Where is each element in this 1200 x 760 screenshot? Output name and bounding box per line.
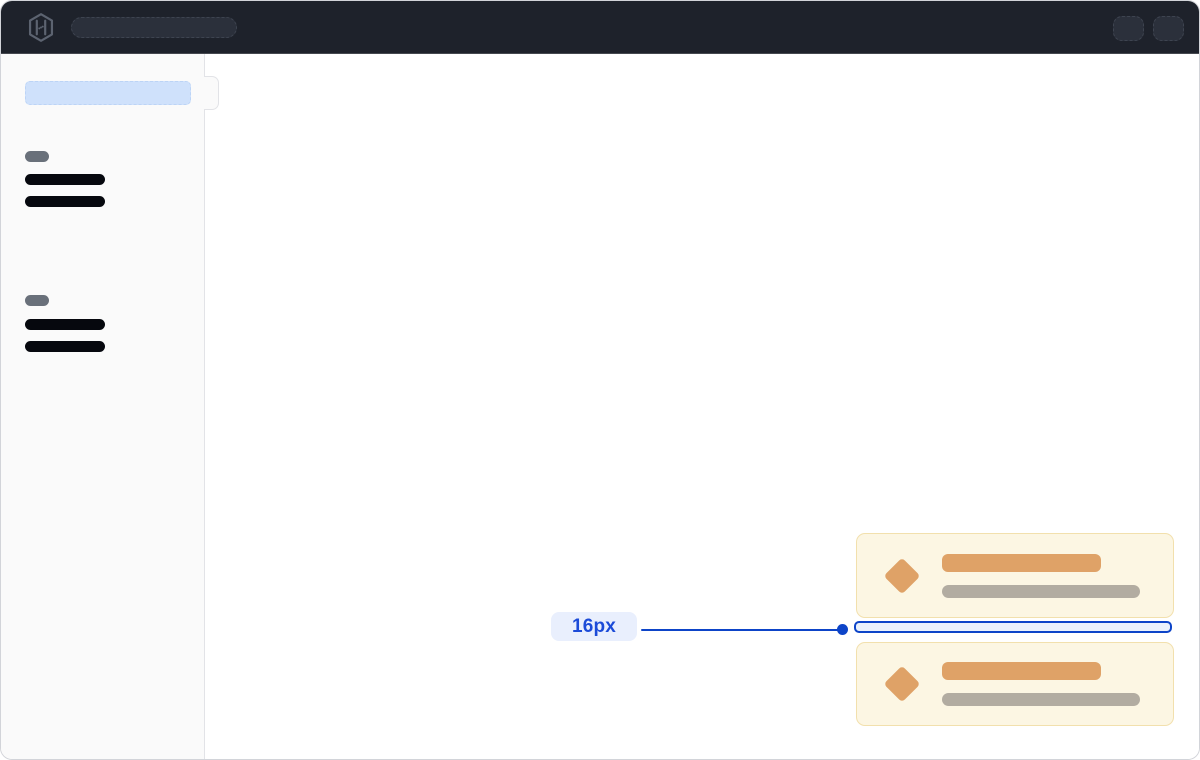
header-action-skeleton[interactable] (1153, 16, 1184, 41)
sidebar-section-heading-skeleton (25, 151, 49, 162)
sidebar-active-item-skeleton[interactable] (25, 81, 191, 105)
card-text-skeleton (942, 662, 1140, 706)
annotation-leader-line (641, 628, 841, 632)
spacing-highlight-box (854, 621, 1172, 633)
card-subtitle-skeleton (942, 693, 1140, 706)
app-header (1, 1, 1199, 54)
sidebar-link-skeleton[interactable] (25, 319, 105, 330)
sidebar (1, 54, 205, 759)
card-subtitle-skeleton (942, 584, 1140, 598)
list-card[interactable] (856, 642, 1174, 726)
card-text-skeleton (942, 553, 1140, 598)
card-title-skeleton (942, 553, 1101, 572)
sidebar-link-skeleton[interactable] (25, 174, 105, 185)
annotation-leader-dot (837, 624, 848, 635)
card-title-skeleton (942, 662, 1101, 680)
sidebar-section-heading-skeleton (25, 295, 49, 306)
header-action-skeleton[interactable] (1113, 16, 1144, 41)
sidebar-link-skeleton[interactable] (25, 341, 105, 352)
sidebar-toggle-handle[interactable] (204, 76, 219, 110)
spacing-value-label: 16px (551, 612, 637, 641)
diamond-icon (883, 557, 921, 594)
hashicorp-logo-icon (28, 13, 54, 42)
global-search-skeleton[interactable] (71, 17, 237, 38)
list-card[interactable] (856, 533, 1174, 618)
app-body: 16px (1, 54, 1199, 759)
sidebar-link-skeleton[interactable] (25, 196, 105, 207)
main-content: 16px (205, 54, 1199, 759)
diamond-icon (883, 665, 921, 703)
